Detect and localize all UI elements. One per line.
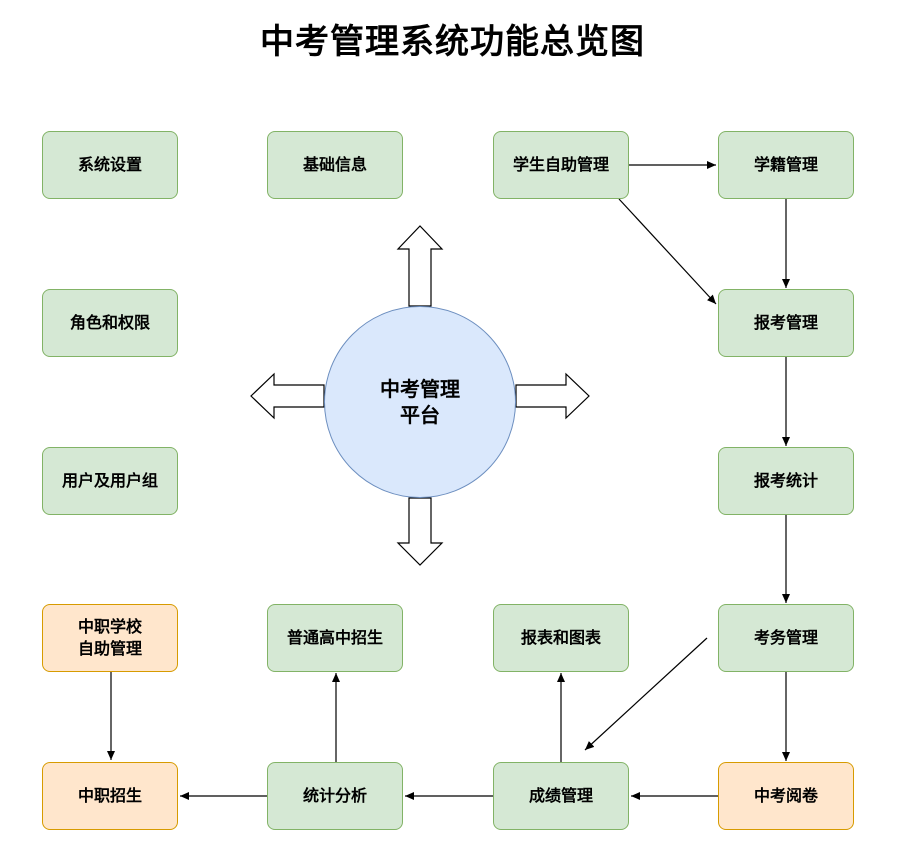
block-arrow-left — [250, 372, 325, 420]
node-exam-marking: 中考阅卷 — [718, 762, 854, 830]
central-platform-node: 中考管理 平台 — [324, 306, 516, 498]
node-statistical-analysis: 统计分析 — [267, 762, 403, 830]
block-arrow-down — [396, 497, 444, 566]
node-exam-affairs-management: 考务管理 — [718, 604, 854, 672]
edge-exam-affairs-to-score — [584, 637, 708, 751]
node-roles-permissions: 角色和权限 — [42, 289, 178, 357]
node-reports-charts: 报表和图表 — [493, 604, 629, 672]
node-users-groups: 用户及用户组 — [42, 447, 178, 515]
node-score-management: 成绩管理 — [493, 762, 629, 830]
node-registration-management: 报考管理 — [718, 289, 854, 357]
node-student-self-service: 学生自助管理 — [493, 131, 629, 199]
node-vocational-admission: 中职招生 — [42, 762, 178, 830]
node-enrollment-management: 学籍管理 — [718, 131, 854, 199]
node-vocational-school-self-service: 中职学校 自助管理 — [42, 604, 178, 672]
node-system-settings: 系统设置 — [42, 131, 178, 199]
block-arrow-right — [515, 372, 590, 420]
diagram-title: 中考管理系统功能总览图 — [260, 22, 645, 62]
node-registration-stats: 报考统计 — [718, 447, 854, 515]
block-arrow-up — [396, 225, 444, 307]
node-general-high-school-admission: 普通高中招生 — [267, 604, 403, 672]
edge-student-to-registration — [618, 198, 717, 305]
node-basic-info: 基础信息 — [267, 131, 403, 199]
